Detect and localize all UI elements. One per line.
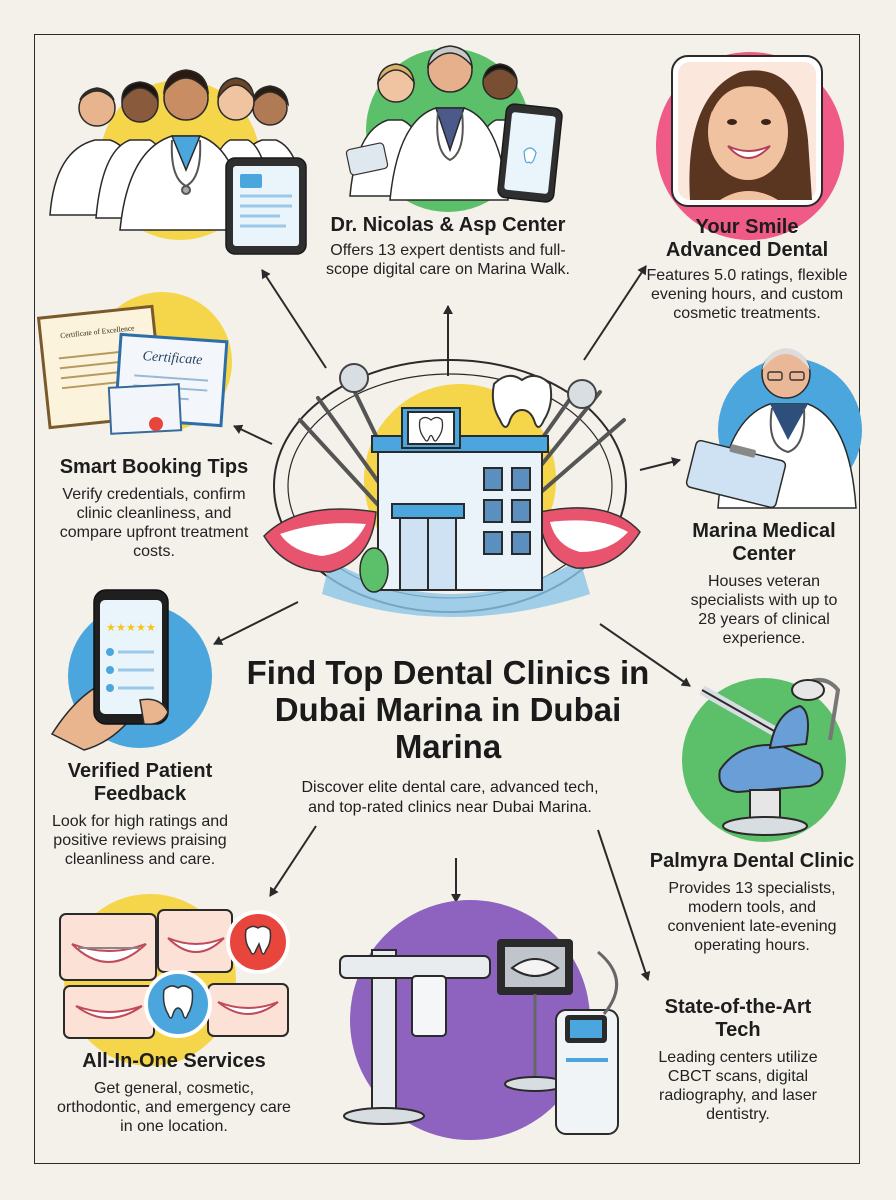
services-illustration [59, 894, 290, 1066]
page-border [34, 34, 860, 1164]
tablet-icon [497, 103, 563, 203]
node-title: Palmyra Dental Clinic [649, 850, 855, 872]
smile-lips-left [263, 508, 377, 573]
tablet-icon [225, 157, 307, 255]
certificate-middle-label: Certificate [142, 349, 203, 368]
node-title: Dr. Nicolas & Asp Center [330, 214, 566, 236]
page-title: Find Top Dental Clinics in Dubai Marina … [246, 654, 650, 765]
node-feedback: Verified Patient Feedback Look for high … [36, 760, 244, 869]
arrow-to-marina [639, 457, 681, 471]
node-desc: Features 5.0 ratings, flexible evening h… [646, 267, 848, 322]
node-booking: Smart Booking Tips Verify credentials, c… [36, 456, 272, 561]
node-marina-medical: Marina Medical Center Houses veteran spe… [664, 520, 864, 648]
node-desc: Offers 13 expert dentists and full-scope… [326, 242, 570, 278]
rating-stars: ★ ★ ★ ★ ★ [106, 622, 156, 634]
node-title: Smart Booking Tips [59, 456, 249, 478]
node-title: State-of-the-Art Tech [664, 996, 812, 1041]
arrow-to-palmyra [599, 623, 691, 687]
star-icon: ★ [136, 622, 146, 634]
arrow-to-tech [597, 829, 651, 981]
node-title: All-In-One Services [82, 1050, 266, 1072]
star-icon: ★ [146, 622, 156, 634]
node-your-smile: Your Smile Advanced Dental Features 5.0 … [624, 216, 870, 323]
dental-tech-illustration [339, 900, 619, 1140]
node-tech: State-of-the-Art Tech Leading centers ut… [640, 996, 836, 1124]
arrow-to-feedback [213, 601, 299, 645]
senior-doctor-illustration [685, 348, 862, 509]
dental-team-illustration [49, 69, 307, 255]
arrow-to-booking [233, 424, 273, 445]
star-icon: ★ [116, 622, 126, 634]
node-desc: Look for high ratings and positive revie… [51, 813, 229, 868]
node-title: Marina Medical Center [692, 520, 836, 565]
tooth-icon [162, 985, 194, 1019]
dental-chair-illustration [682, 678, 846, 842]
certificates-illustration: Certificate of Excellence Certificate [36, 292, 232, 435]
node-desc: Houses veteran specialists with up to 28… [690, 573, 838, 647]
star-icon: ★ [126, 622, 136, 634]
node-desc: Get general, cosmetic, orthodontic, and … [57, 1080, 291, 1135]
node-palmyra: Palmyra Dental Clinic Provides 13 specia… [634, 850, 870, 955]
stethoscope-icon [170, 139, 202, 195]
tooth-icon [491, 374, 553, 428]
nicolas-team-illustration [345, 45, 563, 212]
clinic-building [371, 407, 549, 591]
phone-icon: ★ ★ ★ ★ ★ [93, 589, 169, 725]
stethoscope-icon [769, 407, 806, 454]
node-nicolas: Dr. Nicolas & Asp Center Offers 13 exper… [322, 214, 574, 279]
node-desc: Provides 13 specialists, modern tools, a… [667, 880, 837, 954]
connector-arrows [213, 265, 691, 981]
broken-tooth-icon [244, 925, 272, 955]
page-subtitle: Discover elite dental care, advanced tec… [301, 779, 599, 816]
smiling-woman-illustration [656, 52, 844, 240]
clinic-center-illustration [263, 359, 641, 617]
node-services: All-In-One Services Get general, cosmeti… [44, 1050, 304, 1136]
node-title: Verified Patient Feedback [67, 760, 213, 805]
star-icon: ★ [106, 622, 116, 634]
arrow-to-services [269, 825, 317, 897]
arrow-to-team [261, 269, 327, 369]
review-phone-illustration: ★ ★ ★ ★ ★ [50, 589, 212, 751]
node-desc: Verify credentials, confirm clinic clean… [59, 486, 249, 560]
arrow-to-smile [583, 265, 647, 361]
smile-lips-right [539, 507, 641, 569]
node-title: Your Smile Advanced Dental [665, 216, 829, 261]
clipboard-icon [685, 439, 787, 509]
node-desc: Leading centers utilize CBCT scans, digi… [658, 1049, 818, 1123]
